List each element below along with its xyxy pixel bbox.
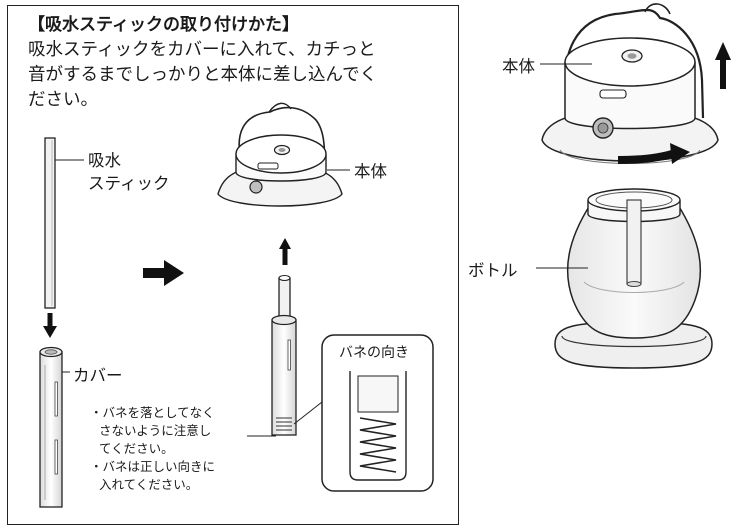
spring-detail-box <box>321 334 434 492</box>
cover-illustration <box>39 346 70 508</box>
cover-label: カバー <box>73 366 123 385</box>
instruction-line-1: 吸水スティックをカバーに入れて、カチっと <box>28 40 376 60</box>
zoom-callout-line <box>293 401 323 425</box>
instruction-line-2: 音がするまでしっかりと本体に差し込んでく <box>28 65 378 85</box>
lift-up-arrow-icon <box>715 42 731 89</box>
note-line-1: ・バネを落としてなく <box>90 405 215 420</box>
right-arrow-icon <box>143 260 184 286</box>
rotate-arrow-icon <box>617 143 690 164</box>
lantern-full-illustration <box>536 3 719 369</box>
absorbent-stick-illustration <box>44 137 84 309</box>
stick-label-line-1: 吸水 <box>88 151 121 170</box>
up-arrow-icon <box>279 238 291 265</box>
instruction-heading: 【吸水スティックの取り付けかた】 <box>28 15 299 35</box>
note-line-5: 入れてください。 <box>99 477 199 492</box>
instruction-line-3: ださい。 <box>28 90 98 110</box>
bottle-label: ボトル <box>468 261 518 280</box>
note-line-3: てください。 <box>99 441 174 456</box>
instruction-body: 吸水スティックをカバーに入れて、カチっと 音がするまでしっかりと本体に差し込んで… <box>28 38 448 113</box>
body-label-right: 本体 <box>502 57 535 76</box>
stick-label-line-2: スティック <box>88 174 170 193</box>
down-arrow-icon <box>43 313 57 338</box>
body-label-left: 本体 <box>354 162 387 181</box>
assembled-stick-illustration <box>247 274 297 437</box>
spring-icon <box>359 417 397 473</box>
lantern-body-illustration <box>217 102 350 207</box>
instruction-panel <box>7 5 459 525</box>
spring-direction-label: バネの向き <box>339 345 409 361</box>
note-line-2: さないように注意し <box>99 423 212 438</box>
note-line-4: ・バネは正しい向きに <box>90 459 216 474</box>
